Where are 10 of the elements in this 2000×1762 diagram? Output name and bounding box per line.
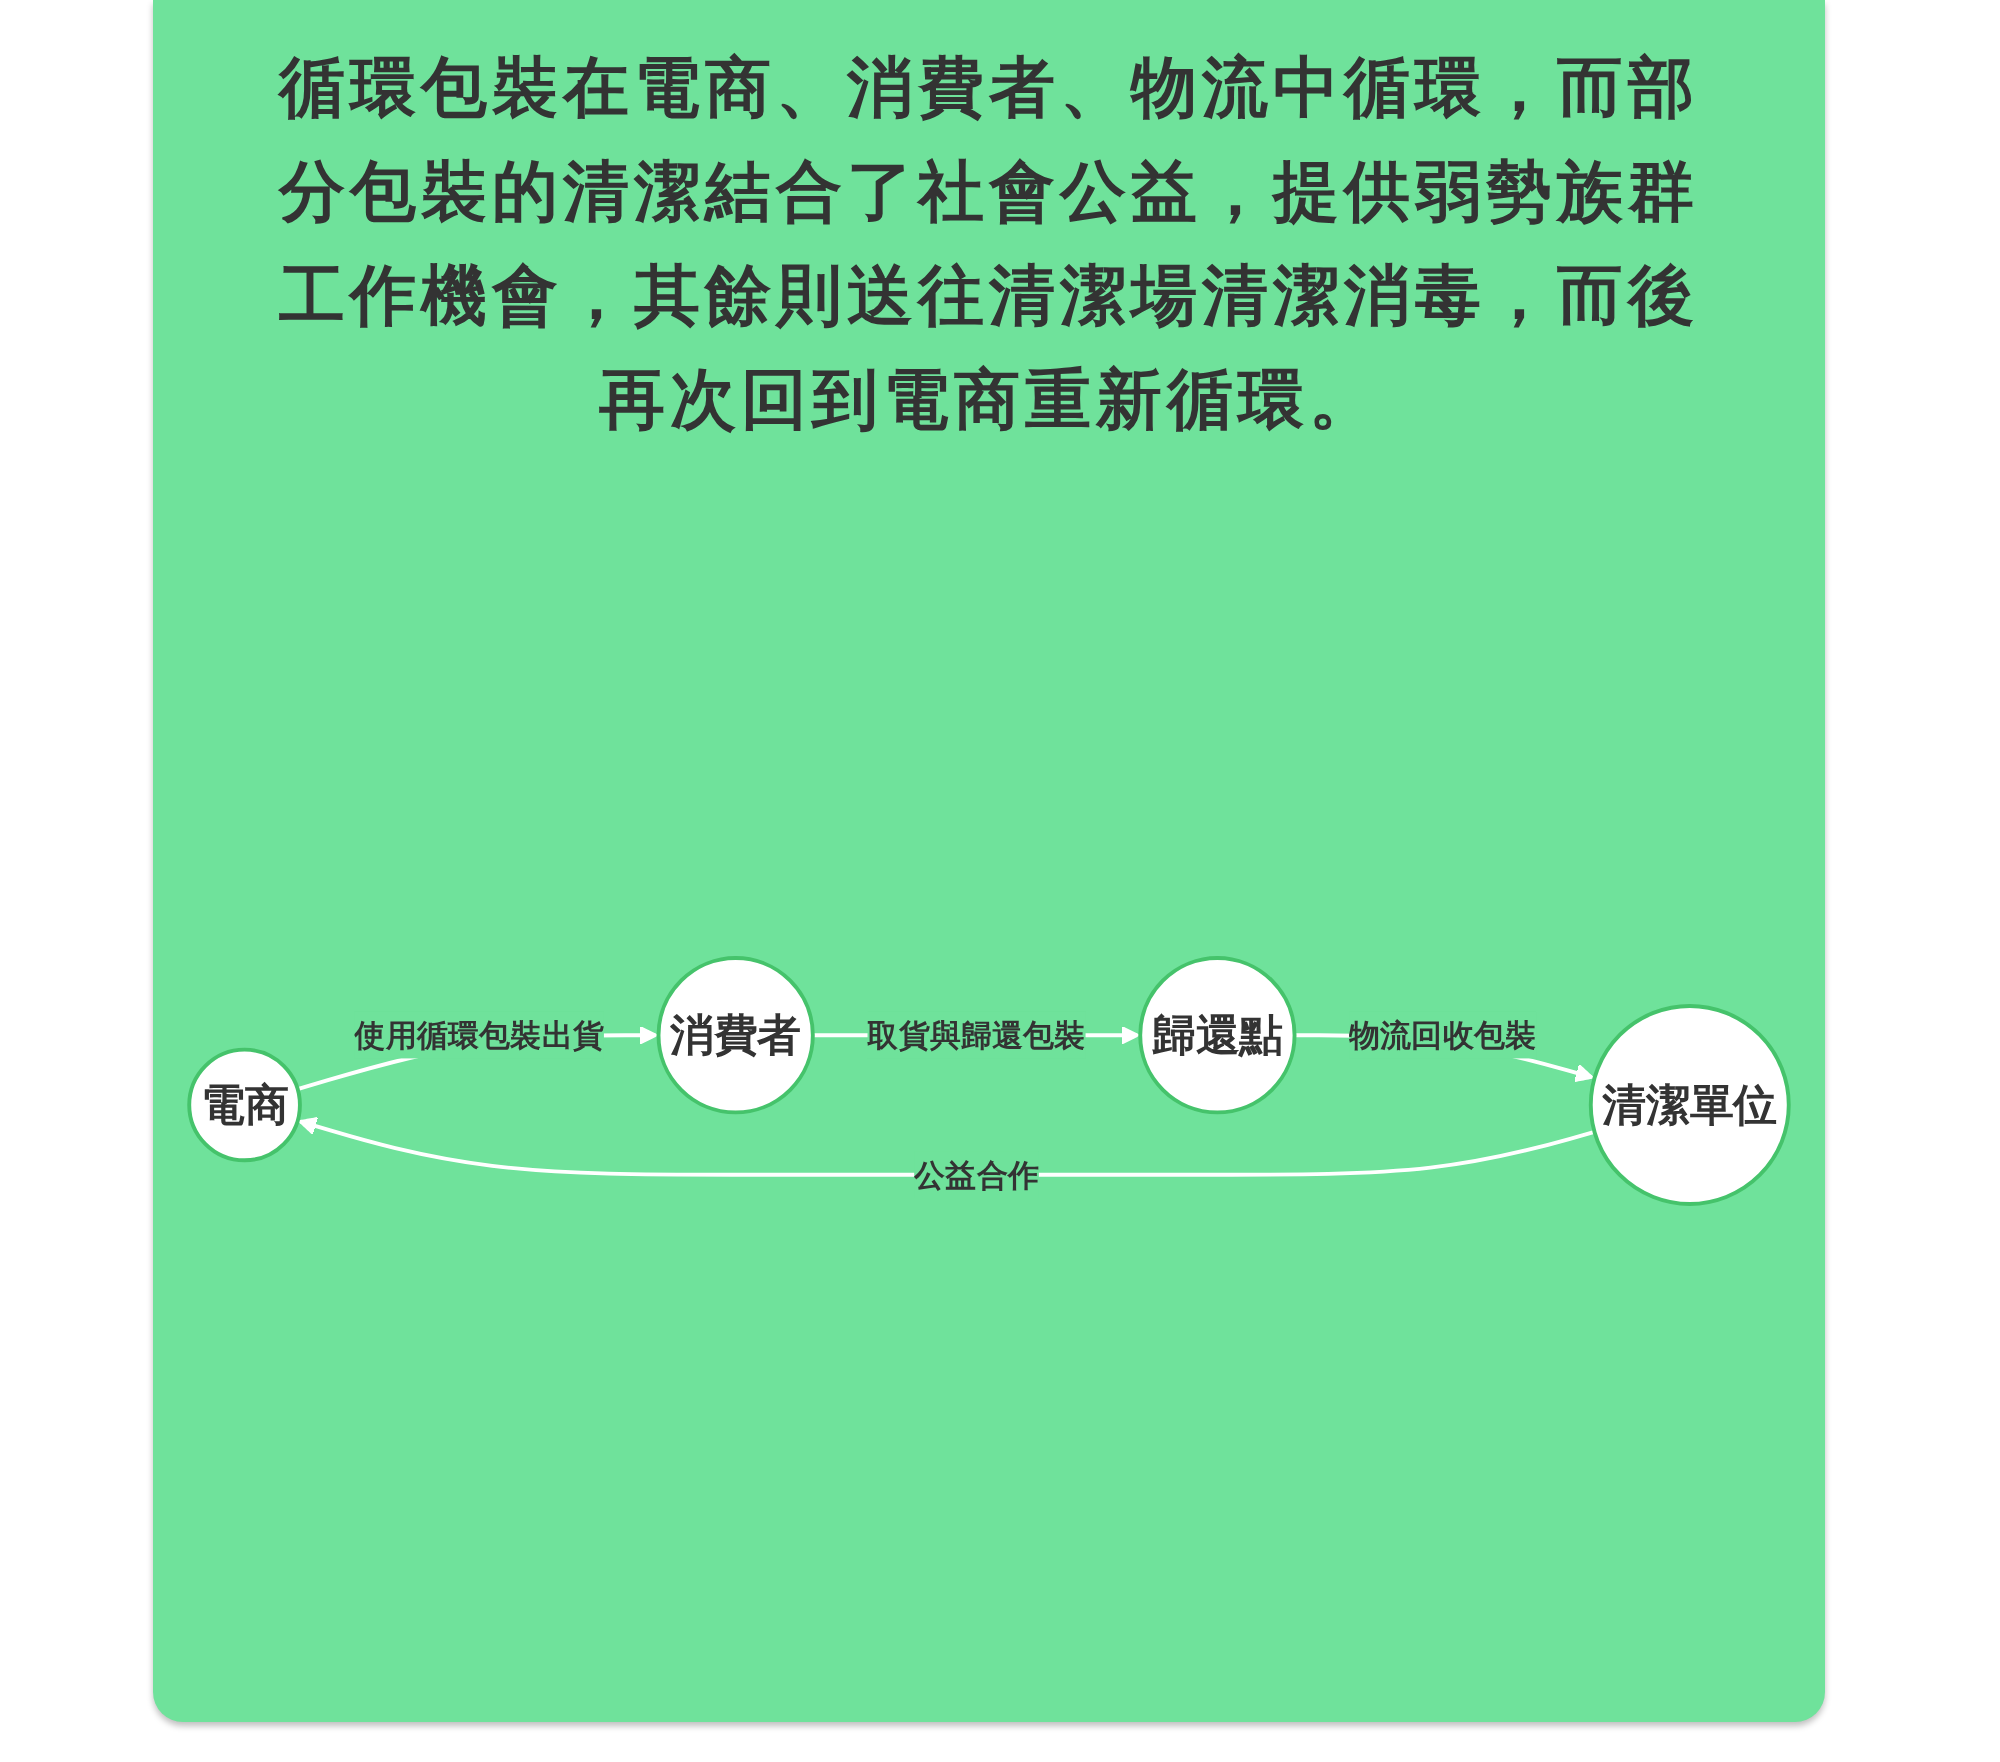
edge-label: 取貨與歸還包裝 xyxy=(867,1017,1086,1054)
node-circle xyxy=(1138,956,1297,1115)
node-circle xyxy=(656,956,815,1115)
node-circle xyxy=(187,1047,302,1163)
edge-label: 物流回收包裝 xyxy=(1349,1017,1537,1054)
description-paragraph: 循環包裝在電商、消費者、物流中循環，而部分包裝的清潔結合了社會公益，提供弱勢族群工作機會，其餘則送往清潔場清潔消毒，而後再次回到電商重新循環。 xyxy=(276,48,1700,440)
edge-label: 使用循環包裝出貨 xyxy=(354,1017,604,1054)
card-background: 循環包裝在電商、消費者、物流中循環，而部分包裝的清潔結合了社會公益，提供弱勢族群工作機會，其餘則送往清潔場清潔消毒，而後再次回到電商重新循環。 使用循環包裝出貨 取貨與歸還包裝 物流回收包裝 公益合作 電商 消費者 清潔單位 歸還點 xyxy=(153,0,1825,1722)
node-circle xyxy=(1588,1004,1791,1206)
edge-label: 公益合作 xyxy=(914,1156,1039,1193)
